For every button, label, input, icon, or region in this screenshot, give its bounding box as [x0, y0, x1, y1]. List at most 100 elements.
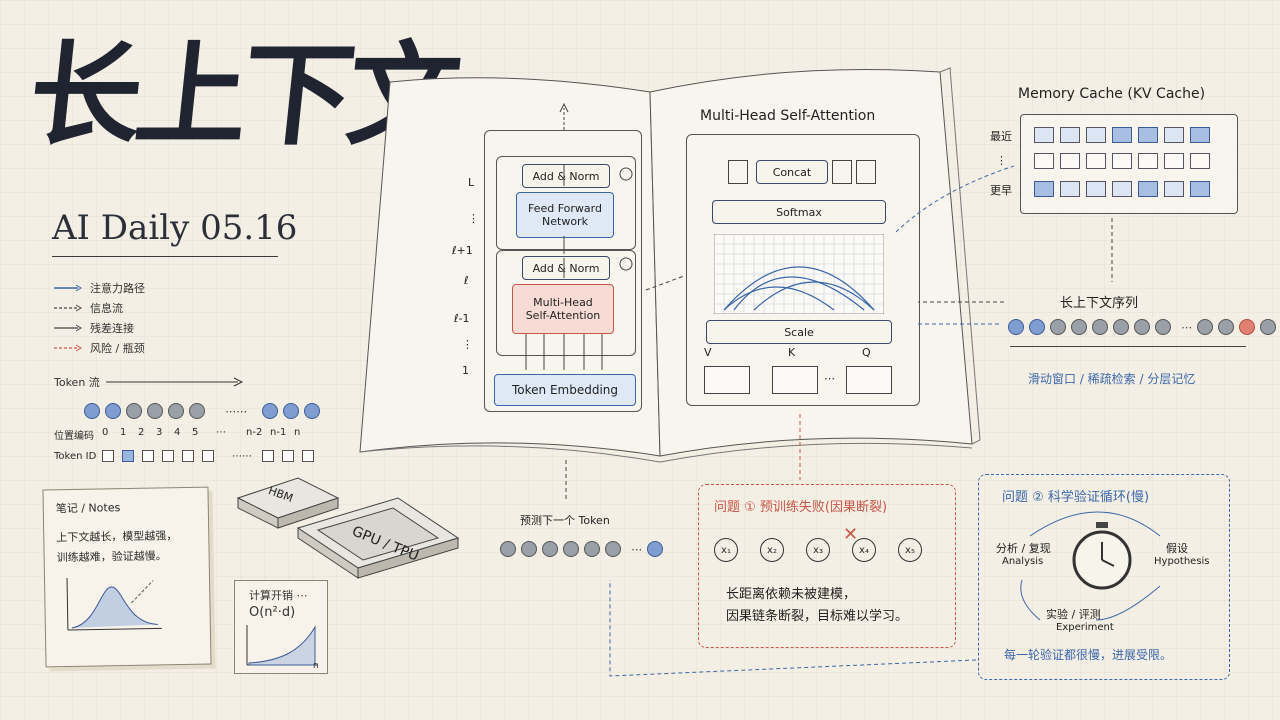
chain-node: x₃	[806, 538, 830, 562]
v-matrix	[704, 366, 750, 394]
legend-label: 注意力路径	[90, 282, 145, 295]
token-circle	[262, 402, 279, 419]
pos-value: 0	[102, 427, 109, 438]
add-norm-mid-box: Add & Norm	[522, 256, 610, 280]
pos-value: 2	[138, 427, 145, 438]
token-circle	[168, 402, 184, 419]
pos-value: n	[294, 427, 301, 438]
id-square	[182, 450, 194, 462]
legend-item-info-flow: 信息流	[54, 298, 145, 318]
legend-label: 信息流	[90, 302, 123, 315]
chain-node: x₅	[898, 538, 922, 562]
sequence-range-line	[1010, 346, 1246, 347]
attention-matrix	[714, 234, 884, 314]
cache-row-earlier	[1031, 181, 1213, 201]
scale-box: Scale	[706, 320, 892, 344]
experiment-en: Experiment	[1056, 622, 1114, 633]
memory-title: Memory Cache (KV Cache)	[1018, 86, 1206, 102]
memory-dots: ⋮	[996, 154, 1007, 167]
predict-tokens: ⋯	[500, 538, 668, 557]
layer-label: 1	[462, 364, 469, 377]
head-output-block	[856, 160, 876, 184]
notes-curve-icon	[66, 578, 162, 631]
causal-chain: x₁ x₂ x₃ x₄ x₅	[714, 538, 922, 562]
compute-formula: O(n²·d)	[249, 605, 296, 620]
token-circle	[147, 402, 163, 419]
k-label: K	[788, 346, 796, 359]
token-circle	[105, 402, 121, 419]
sequence-tokens: ⋯	[1008, 316, 1280, 335]
problem1-line: 因果链条断裂，目标难以学习。	[726, 609, 909, 624]
stopwatch-icon	[1072, 522, 1132, 590]
legend-label: 残差连接	[90, 322, 134, 335]
problem1-line: 长距离依赖未被建模，	[726, 587, 857, 602]
legend: 注意力路径 信息流 残差连接 风险 / 瓶颈	[54, 278, 145, 358]
id-label: Token ID	[54, 450, 97, 462]
pos-value: n-1	[270, 427, 287, 438]
legend-item-attention: 注意力路径	[54, 278, 145, 298]
experiment-cn: 实验 / 评测	[1046, 608, 1101, 621]
id-square	[262, 450, 274, 462]
id-square	[302, 450, 314, 462]
ellipsis: ⋯⋯	[225, 405, 248, 418]
token-circle	[126, 402, 142, 419]
token-flow-panel: Token 流 ⋯⋯ 位置编码 0 1 2 3 4 5 ⋯ n-2 n-1 n …	[54, 374, 324, 462]
notes-title: 笔记 / Notes	[55, 501, 121, 516]
token-circle	[84, 402, 100, 419]
id-square	[122, 450, 134, 462]
token-circle	[283, 402, 300, 419]
subtitle-underline	[52, 256, 278, 257]
notes-line: 上下文越长，模型越强，	[56, 529, 178, 545]
memory-cache-frame	[1020, 114, 1238, 214]
sequence-title: 长上下文序列	[1060, 296, 1139, 311]
predict-label: 预测下一个 Token	[520, 514, 610, 527]
id-square	[202, 450, 214, 462]
concat-box: Concat	[756, 160, 828, 184]
token-flow-title: Token 流	[54, 376, 100, 389]
legend-item-risk: 风险 / 瓶颈	[54, 338, 145, 358]
v-label: V	[704, 346, 712, 359]
chain-node: x₂	[760, 538, 784, 562]
transformer-arrows	[525, 102, 633, 370]
compute-axis-label: n	[313, 661, 319, 671]
token-embedding-box: Token Embedding	[494, 374, 636, 406]
ellipsis: ⋯	[824, 372, 835, 385]
layer-label: ℓ+1	[452, 244, 473, 257]
token-circles: ⋯⋯	[84, 400, 324, 419]
attention-panel-frame	[686, 134, 920, 406]
softmax-box: Softmax	[712, 200, 886, 224]
analysis-en: Analysis	[1002, 556, 1044, 567]
k-matrix	[772, 366, 818, 394]
pos-value: 4	[174, 427, 181, 438]
hardware-chips-illustration	[236, 477, 460, 579]
id-square	[162, 450, 174, 462]
attention-title: Multi-Head Self-Attention	[700, 108, 876, 124]
layer-label: L	[468, 176, 475, 189]
feed-forward-box: Feed Forward Network	[516, 192, 614, 238]
chain-node: x₁	[714, 538, 738, 562]
problem1-title: 问题 ① 预训练失败(因果断裂)	[714, 500, 888, 515]
position-encoding-row: 位置编码 0 1 2 3 4 5 ⋯ n-2 n-1 n	[54, 427, 324, 442]
pos-label: 位置编码	[54, 431, 94, 442]
pos-value: 3	[156, 427, 163, 438]
head-output-block	[832, 160, 852, 184]
notes-line: 训练越难，验证越慢。	[56, 549, 167, 565]
analysis-cn: 分析 / 复现	[996, 542, 1051, 555]
problem2-footer: 每一轮验证都很慢，进展受限。	[1004, 648, 1173, 662]
q-matrix	[846, 366, 892, 394]
mhsa-box: Multi-Head Self-Attention	[512, 284, 614, 334]
flow-arrow-icon	[105, 377, 243, 387]
sequence-strategies: 滑动窗口 / 稀疏检索 / 分层记忆	[1028, 372, 1196, 386]
problem2-title: 问题 ② 科学验证循环(慢)	[1002, 490, 1150, 505]
pos-value: 5	[192, 427, 199, 438]
cache-row-middle	[1031, 153, 1213, 173]
quadratic-curve-icon	[246, 625, 317, 666]
token-id-row: Token ID ⋯⋯	[54, 450, 324, 462]
notes-card: 笔记 / Notes 上下文越长，模型越强， 训练越难，验证越慢。	[42, 486, 212, 668]
token-circle	[304, 402, 321, 419]
hypothesis-en: Hypothesis	[1154, 556, 1210, 567]
pos-value: n-2	[246, 427, 263, 438]
legend-label: 风险 / 瓶颈	[90, 342, 145, 355]
layer-label: ℓ	[464, 274, 469, 287]
pos-value: 1	[120, 427, 127, 438]
